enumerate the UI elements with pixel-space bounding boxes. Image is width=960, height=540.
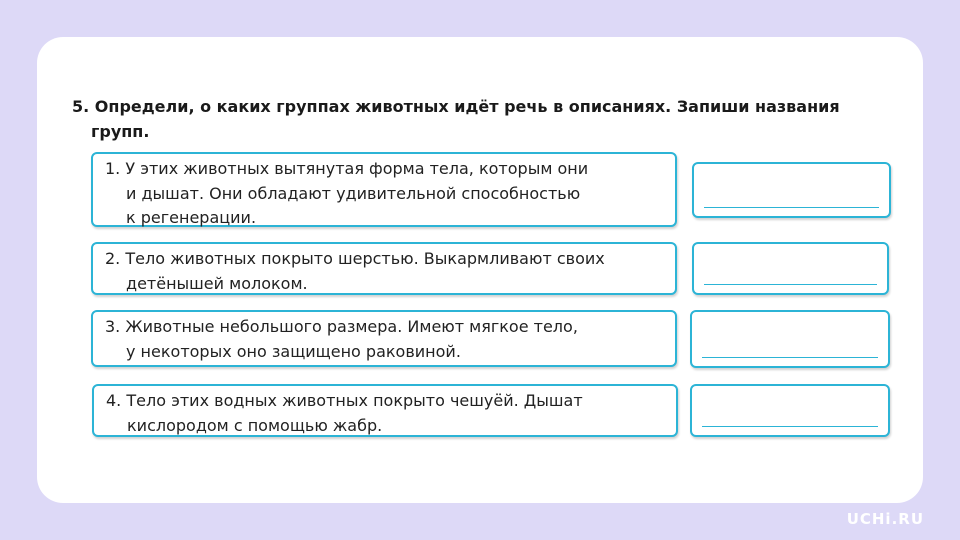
answer-line [704, 284, 877, 285]
answer-line [704, 207, 879, 208]
description-box-4: 4. Тело этих водных животных покрыто чеш… [92, 384, 678, 437]
uchi-logo: UCHi.RU [846, 510, 924, 528]
item-number: 4. [106, 391, 122, 410]
question-line-1: Определи, о каких группах животных идёт … [94, 97, 840, 116]
description-text: Тело животных покрыто шерстью. Выкармлив… [125, 249, 605, 268]
description-line: у некоторых оно защищено раковиной. [126, 341, 461, 361]
answer-box-1[interactable] [692, 162, 891, 218]
description-line: детёнышей молоком. [126, 273, 308, 293]
description-line: 4. Тело этих водных животных покрыто чеш… [106, 389, 666, 414]
item-number: 1. [105, 159, 121, 178]
description-line: и дышат. Они обладают удивительной спосо… [126, 183, 581, 203]
answer-box-2[interactable] [692, 242, 889, 295]
question-number: 5. [72, 97, 90, 116]
description-text: Животные небольшого размера. Имеют мягко… [125, 317, 578, 336]
answer-line [702, 357, 878, 358]
description-line: 2. Тело животных покрыто шерстью. Выкарм… [105, 247, 665, 272]
item-number: 3. [105, 317, 121, 336]
answer-box-4[interactable] [690, 384, 890, 437]
item-number: 2. [105, 249, 121, 268]
description-box-3: 3. Животные небольшого размера. Имеют мя… [91, 310, 677, 367]
description-line: к регенерации. [126, 208, 257, 227]
answer-box-3[interactable] [690, 310, 890, 368]
answer-line [702, 426, 878, 427]
description-box-1: 1. У этих животных вытянутая форма тела,… [91, 152, 677, 227]
description-line: 1. У этих животных вытянутая форма тела,… [105, 157, 665, 182]
description-text: Тело этих водных животных покрыто чешуёй… [126, 391, 583, 410]
description-box-2: 2. Тело животных покрыто шерстью. Выкарм… [91, 242, 677, 295]
description-line: кислородом с помощью жабр. [127, 415, 383, 435]
description-line: 3. Животные небольшого размера. Имеют мя… [105, 315, 665, 340]
question-line-2: групп. [91, 122, 150, 141]
question-text: 5. Определи, о каких группах животных ид… [72, 94, 892, 144]
description-text: У этих животных вытянутая форма тела, ко… [125, 159, 589, 178]
